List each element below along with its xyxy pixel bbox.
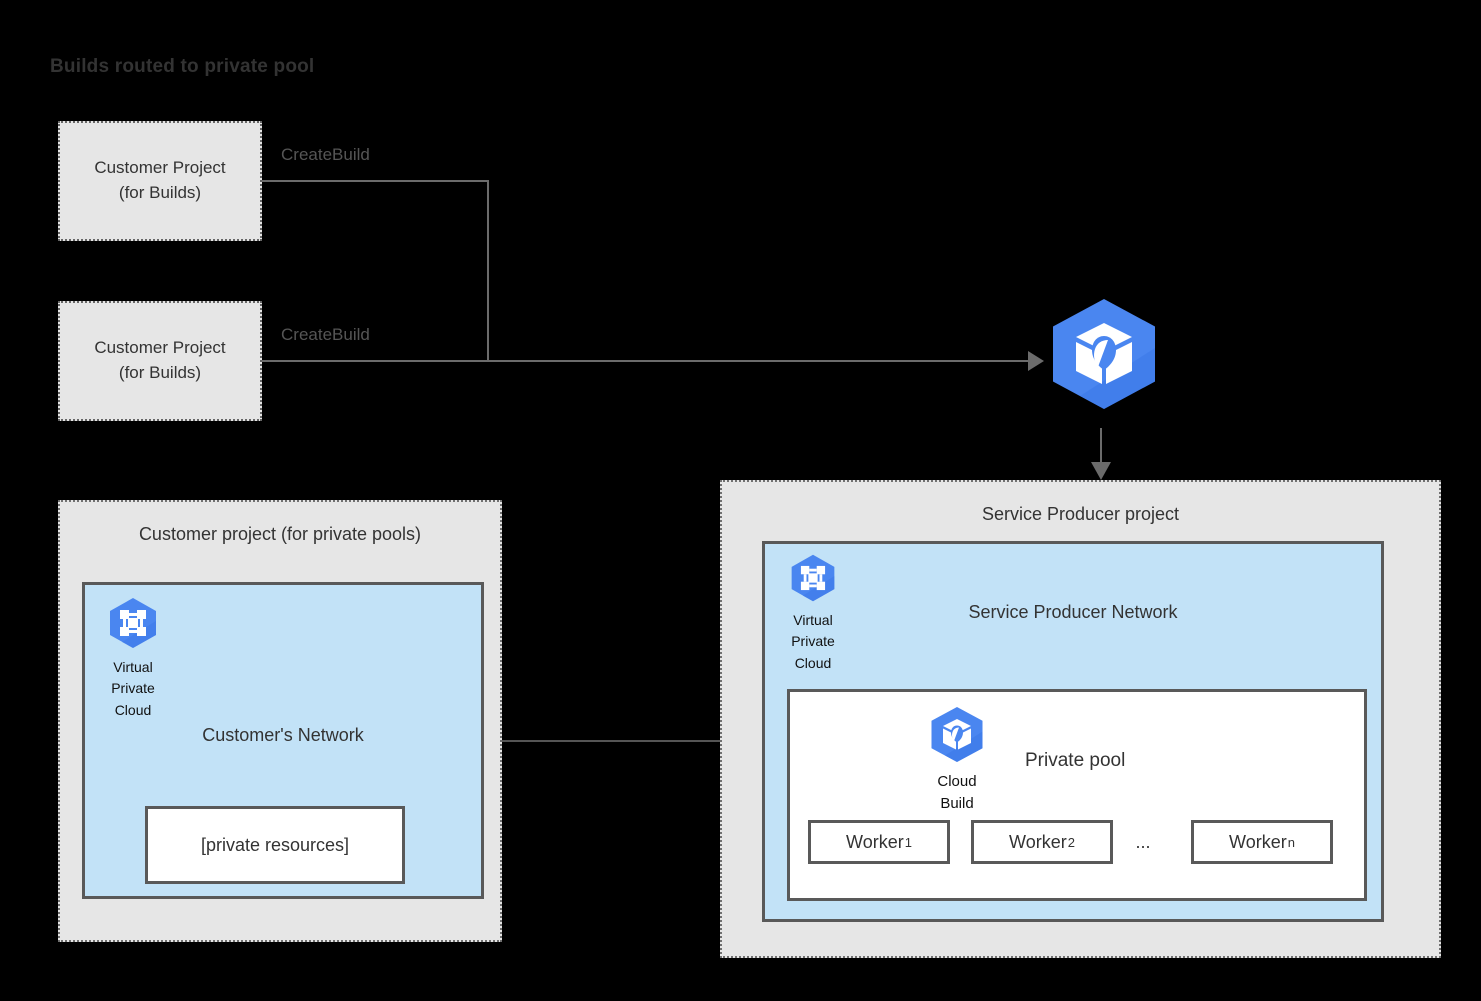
worker-ellipsis: ...	[1135, 831, 1151, 852]
page-title: Builds routed to private pool	[50, 56, 315, 77]
customers-network-box: Virtual Private Cloud Customer's Network…	[82, 582, 484, 899]
customer-build-project-1-line2: (for Builds)	[118, 183, 202, 202]
worker-1-name: Worker	[846, 831, 904, 852]
vpc-label-line3: Cloud	[794, 654, 832, 671]
service-producer-project-title: Service Producer project	[981, 504, 1180, 524]
customer-pools-project-title: Customer project (for private pools)	[138, 524, 422, 544]
virtual-private-cloud-icon	[105, 595, 161, 656]
createbuild-edge-label-1: CreateBuild	[281, 145, 370, 164]
vpc-label-customer: Virtual Private Cloud	[111, 657, 155, 721]
customer-build-project-1: Customer Project (for Builds)	[58, 121, 262, 241]
worker-n-name: Worker	[1229, 831, 1287, 852]
cloud-build-label: Cloud Build	[937, 771, 976, 815]
worker-n-subscript: n	[1287, 834, 1295, 850]
edge-bottom-horizontal	[262, 360, 1032, 362]
cloud-build-label-line1: Cloud	[937, 773, 977, 790]
service-producer-network-box: Virtual Private Cloud Service Producer N…	[762, 541, 1384, 922]
cloud-build-icon	[1042, 293, 1166, 417]
worker-1-subscript: 1	[904, 834, 912, 850]
private-pool-title: Private pool	[1025, 750, 1126, 771]
worker-2-subscript: 2	[1067, 834, 1075, 850]
service-producer-network-title: Service Producer Network	[968, 602, 1178, 622]
customer-build-project-2: Customer Project (for Builds)	[58, 301, 262, 421]
private-resources-box: [private resources]	[145, 806, 405, 884]
private-resources-label: [private resources]	[200, 834, 350, 855]
arrowhead-down-icon	[1091, 462, 1111, 480]
vpc-label-line2: Private	[791, 633, 835, 650]
customer-build-project-2-line1: Customer Project	[94, 338, 226, 358]
customers-network-title: Customer's Network	[202, 725, 364, 745]
cloud-build-badge: Cloud Build	[920, 704, 994, 815]
edge-top-horizontal	[262, 180, 489, 182]
cloud-build-label-line2: Build	[940, 794, 974, 812]
cloud-build-icon	[926, 704, 988, 771]
edge-cloudbuild-to-producer	[1100, 428, 1102, 470]
customer-build-project-1-line1: Customer Project	[94, 158, 226, 178]
vpc-label-line2: Private	[111, 680, 155, 697]
vpc-label-producer: Virtual Private Cloud	[791, 610, 835, 674]
arrowhead-to-cloud-build-icon	[1028, 351, 1044, 371]
edge-top-vertical	[487, 180, 489, 361]
vpc-label-line1: Virtual	[113, 659, 153, 675]
vpc-badge-customer: Virtual Private Cloud	[95, 595, 171, 721]
virtual-private-cloud-icon	[787, 552, 839, 609]
peering-connection-line	[470, 740, 760, 742]
vpc-label-line1: Virtual	[793, 612, 833, 628]
customer-build-project-2-line2: (for Builds)	[118, 363, 202, 382]
vpc-badge-producer: Virtual Private Cloud	[775, 552, 851, 674]
customer-pools-project-panel: Customer project (for private pools)	[58, 500, 502, 942]
vpc-label-line3: Cloud	[114, 701, 152, 718]
service-producer-project-panel: Service Producer project	[720, 480, 1441, 958]
createbuild-edge-label-2: CreateBuild	[281, 325, 370, 344]
worker-2-name: Worker	[1009, 831, 1067, 852]
